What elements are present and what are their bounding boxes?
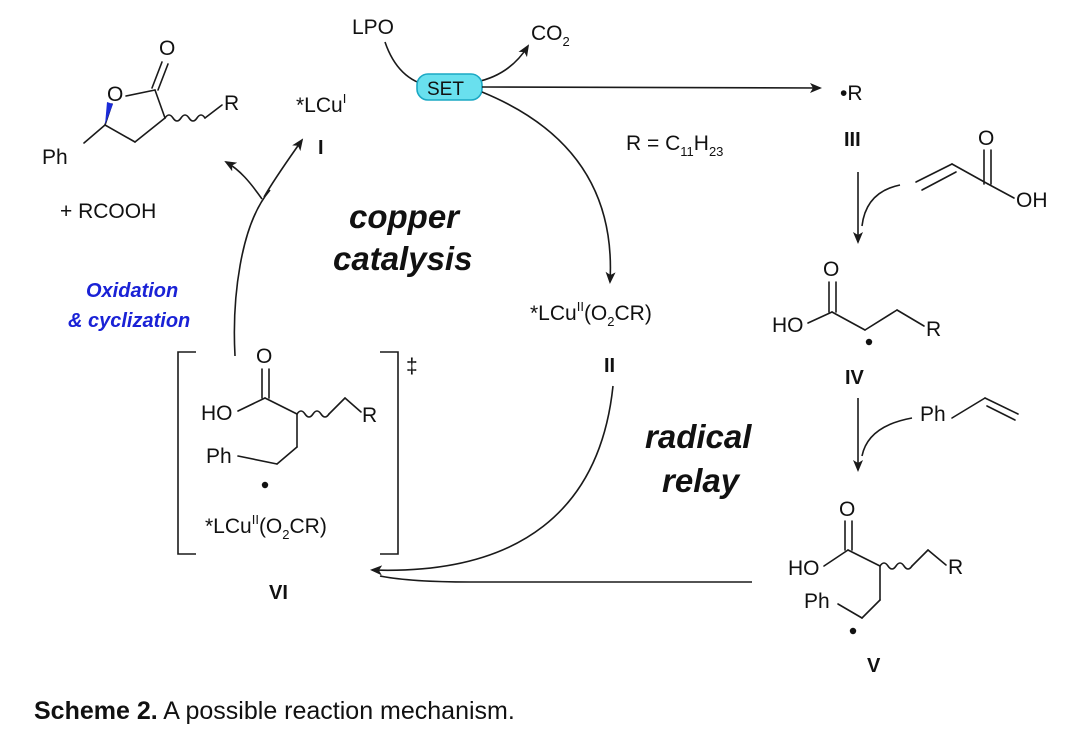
catalysis-label: catalysis <box>333 240 472 277</box>
radical-r-label: •R <box>840 82 863 105</box>
iv-ho: HO <box>772 314 804 337</box>
intermediate-vi: O HO R Ph *LCuII(O2CR) <box>201 345 377 542</box>
bracket-right <box>380 351 399 555</box>
styrene-ph: Ph <box>920 403 946 426</box>
lactone-product: O O Ph R <box>42 37 239 169</box>
vi-ho: HO <box>201 402 233 425</box>
styrene-curve <box>861 417 913 457</box>
iv-o: O <box>823 258 839 281</box>
cu2-label: *LCuII(O2CR) <box>530 299 652 329</box>
iv-radical-dot <box>865 338 873 346</box>
carbonyl-o: O <box>159 37 175 60</box>
cyclization-label: & cyclization <box>68 310 190 332</box>
intermediate-iv: O HO R <box>772 258 941 346</box>
lpo-label: LPO <box>352 16 394 39</box>
acrylic-acid-curve <box>861 184 901 227</box>
ph-product: Ph <box>42 146 68 169</box>
vi-cu2-label: *LCuII(O2CR) <box>205 512 327 542</box>
co2-arrow <box>475 44 530 83</box>
branch-to-product <box>224 161 263 200</box>
v-ph: Ph <box>804 590 830 613</box>
oxidation-label: Oxidation <box>86 280 178 302</box>
cu1-label: *LCuI <box>296 91 346 117</box>
bracket-left <box>177 351 196 555</box>
styrene: Ph <box>920 397 1019 426</box>
vi-ph: Ph <box>206 445 232 468</box>
iv-r: R <box>926 318 941 341</box>
dagger-mark: ‡ <box>406 355 418 378</box>
cu2-to-vi-arrow <box>370 385 614 576</box>
vi-r: R <box>362 404 377 427</box>
acrylic-acid: O OH <box>915 127 1048 212</box>
ring-o: O <box>107 83 123 106</box>
wavy-bond <box>164 114 206 122</box>
r-definition: R = C11H23 <box>626 132 723 159</box>
reaction-scheme: LPO CO2 SET *LCuI I •R III R = C11H23 co… <box>42 16 1048 677</box>
v-radical-dot <box>849 627 857 635</box>
stereo-wedge <box>105 102 113 125</box>
intermediate-v: O HO R Ph <box>788 498 963 635</box>
vi-to-product-arrow <box>233 189 271 357</box>
copper-label: copper <box>349 198 461 235</box>
co2-label: CO2 <box>531 22 570 49</box>
caption-text: A possible reaction mechanism. <box>157 697 515 725</box>
set-label: SET <box>427 79 464 100</box>
acrylic-oh: OH <box>1016 189 1048 212</box>
r-product: R <box>224 92 239 115</box>
cu1-numeral: I <box>318 137 324 159</box>
numeral-vi: VI <box>269 582 288 604</box>
caption-bold: Scheme 2. <box>34 697 158 725</box>
v-ho: HO <box>788 557 820 580</box>
set-to-radical-arrow <box>481 82 822 93</box>
numeral-v: V <box>867 655 881 677</box>
radical-label: radical <box>645 418 752 455</box>
set-to-cu2-arrow <box>481 91 616 284</box>
v-o: O <box>839 498 855 521</box>
scheme-caption: Scheme 2. A possible reaction mechanism. <box>34 697 515 726</box>
numeral-iv: IV <box>845 367 865 389</box>
vi-radical-dot <box>261 481 269 489</box>
relay-label: relay <box>662 462 741 499</box>
numeral-iii: III <box>844 129 861 151</box>
numeral-ii: II <box>604 355 615 377</box>
vi-o: O <box>256 345 272 368</box>
v-to-vi-arrow <box>379 575 752 583</box>
branch-to-cu1 <box>263 138 304 198</box>
plus-rcooh: + RCOOH <box>60 200 156 223</box>
v-r: R <box>948 556 963 579</box>
acrylic-o: O <box>978 127 994 150</box>
